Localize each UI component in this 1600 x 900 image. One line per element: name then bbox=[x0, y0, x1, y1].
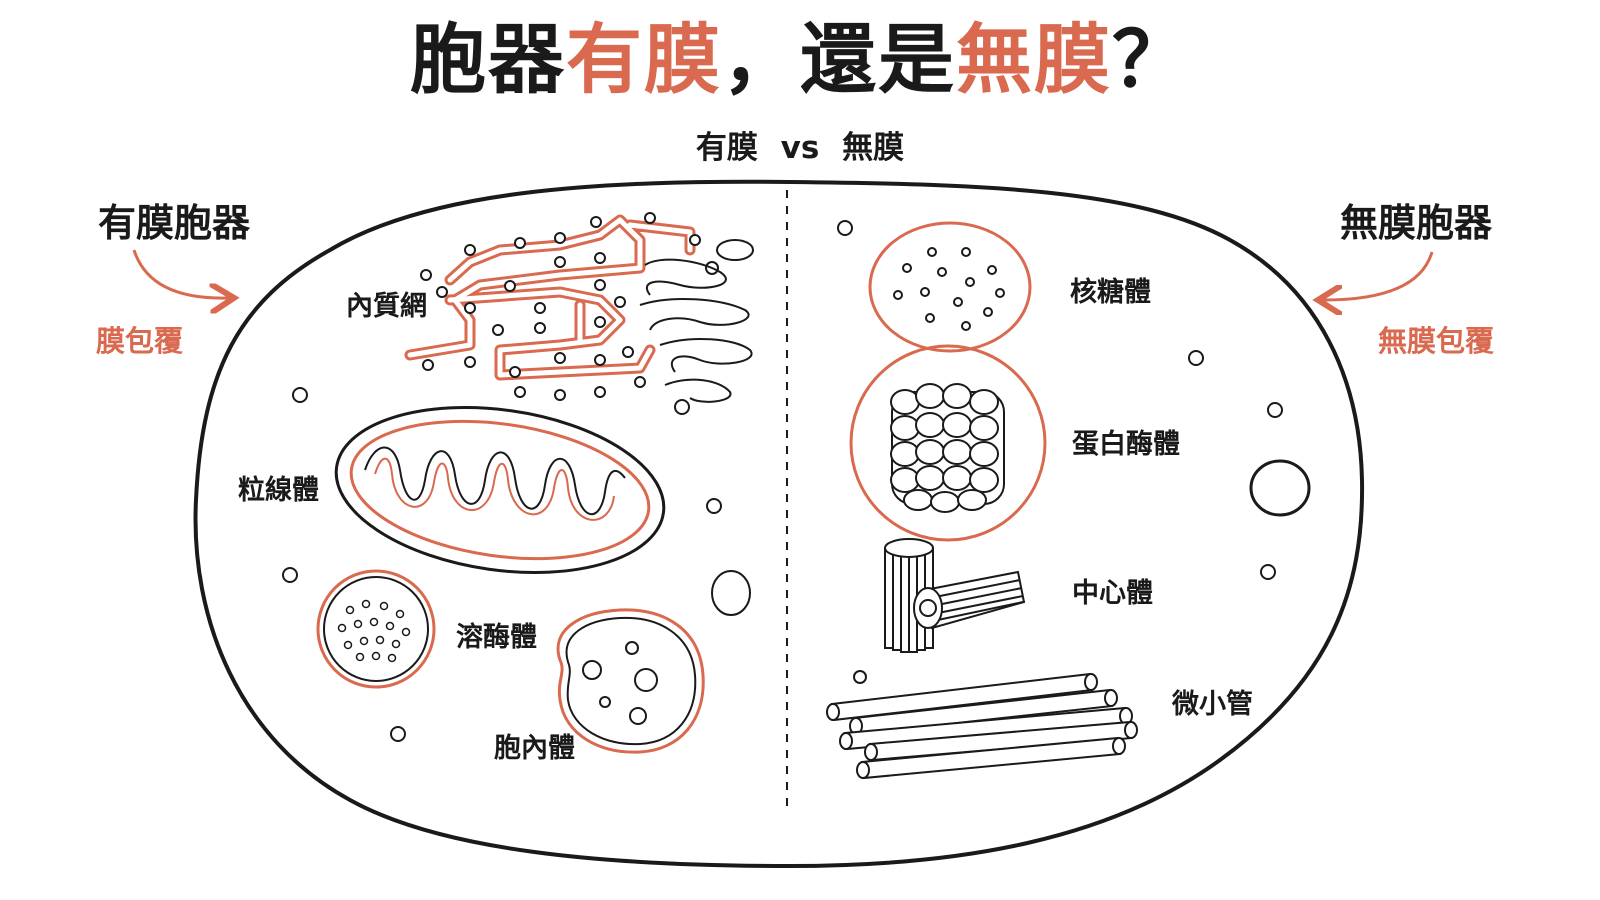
membrane-organelles-heading: 有膜胞器 bbox=[98, 201, 251, 245]
centrosome bbox=[884, 538, 1026, 653]
mitochondrion bbox=[334, 406, 666, 574]
title-part-membrane: 有膜 bbox=[566, 15, 722, 104]
label-proteasome: 蛋白酶體 bbox=[1072, 429, 1180, 460]
endoplasmic-reticulum bbox=[404, 212, 701, 401]
cell-membrane-outline bbox=[193, 179, 1365, 869]
label-microtubule: 微小管 bbox=[1172, 689, 1253, 720]
ribosome bbox=[868, 221, 1032, 353]
membrane-covered-note: 膜包覆 bbox=[96, 324, 184, 358]
lysosome bbox=[316, 569, 436, 689]
label-ribosome: 核糖體 bbox=[1070, 277, 1151, 308]
scattered-vesicles bbox=[282, 220, 1311, 742]
label-er: 內質網 bbox=[346, 291, 427, 322]
title-part-question: ？ bbox=[1112, 15, 1190, 104]
non-membrane-organelles-heading: 無膜胞器 bbox=[1340, 201, 1493, 245]
label-mitochondria: 粒線體 bbox=[238, 475, 319, 506]
title-part-organelles: 胞器 bbox=[410, 15, 566, 104]
page-title: 胞器有膜，還是無膜？ bbox=[0, 12, 1600, 108]
subtitle: 有膜 vs 無膜 bbox=[695, 130, 905, 166]
golgi-curls bbox=[639, 239, 754, 415]
endosome bbox=[556, 608, 705, 754]
right-arrow bbox=[1324, 251, 1434, 300]
title-part-or: ，還是 bbox=[722, 15, 956, 104]
label-lysosome: 溶酶體 bbox=[456, 622, 537, 653]
left-arrow bbox=[132, 249, 228, 298]
proteasome bbox=[849, 344, 1047, 542]
label-endosome: 胞內體 bbox=[494, 733, 575, 764]
title-part-no-membrane: 無膜 bbox=[956, 15, 1112, 104]
label-centrosome: 中心體 bbox=[1072, 578, 1153, 609]
no-membrane-note: 無膜包覆 bbox=[1378, 324, 1495, 358]
microtubules bbox=[826, 672, 1138, 780]
